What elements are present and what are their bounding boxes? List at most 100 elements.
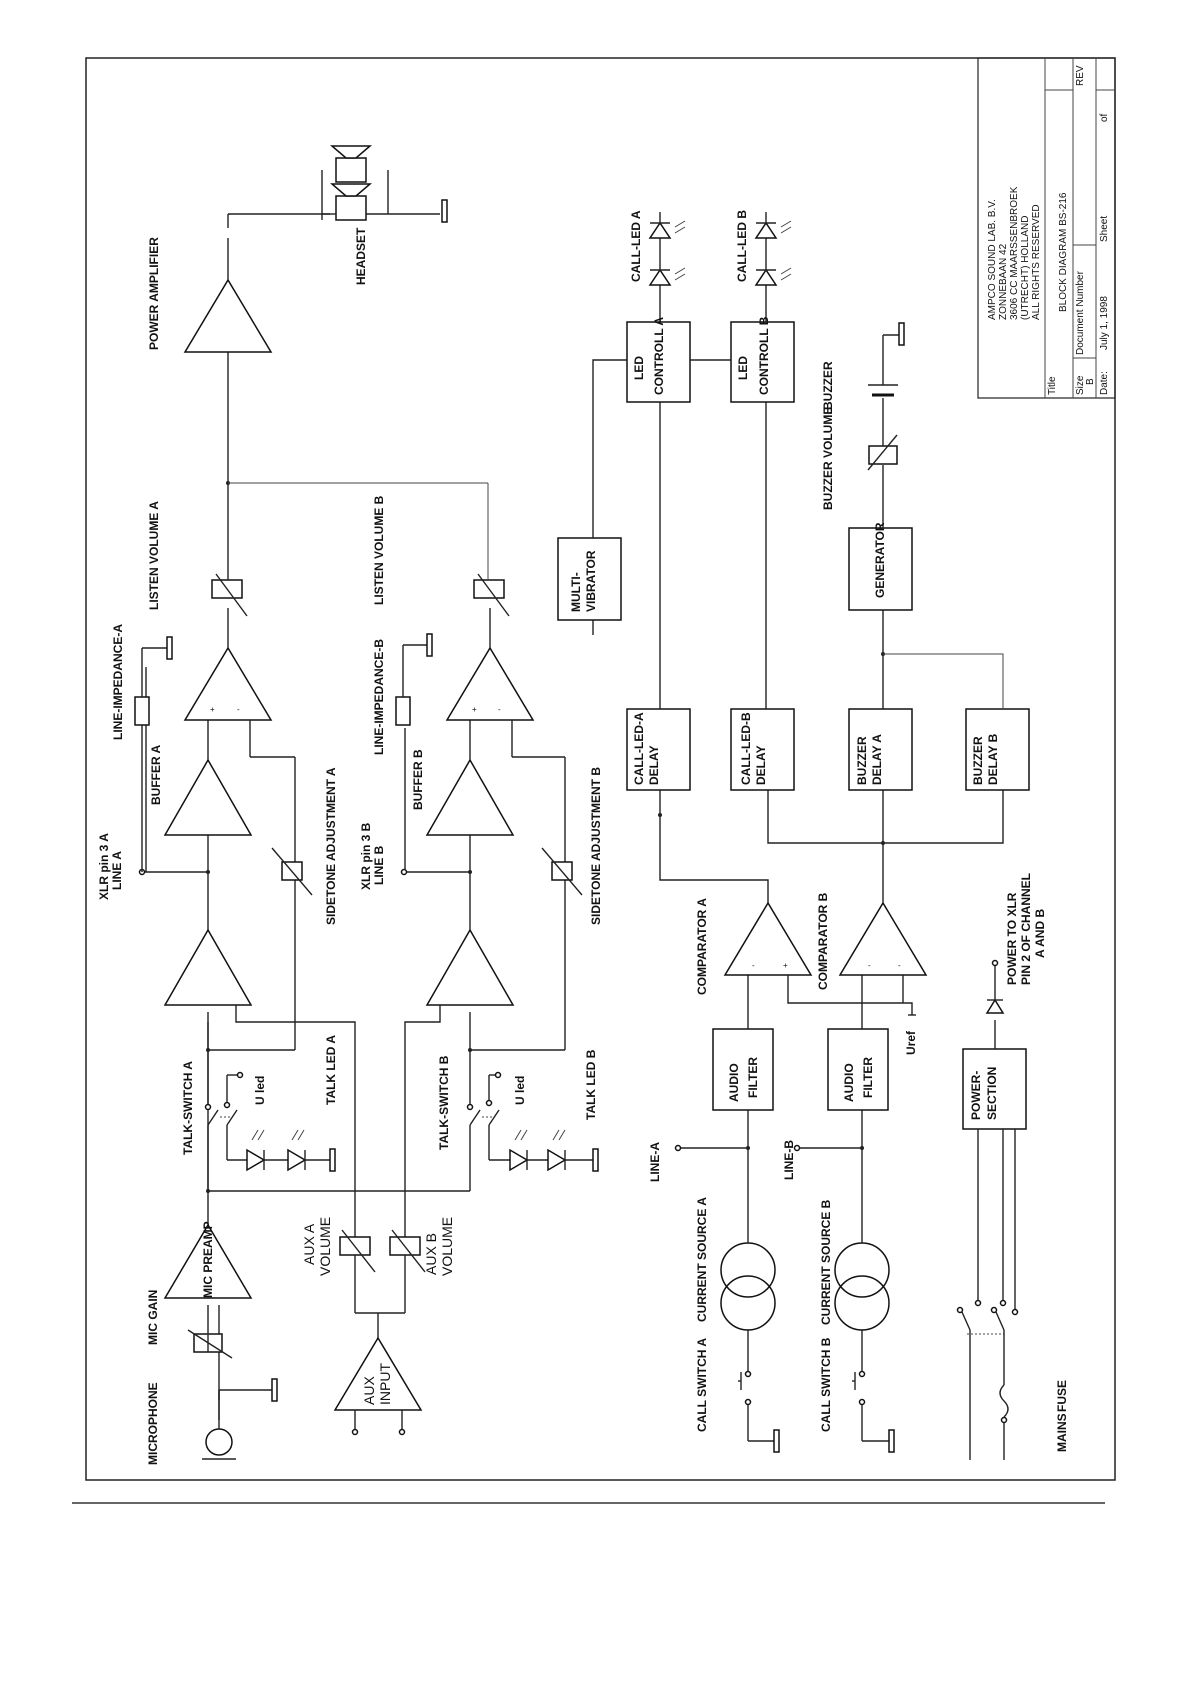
label-call-led-a: CALL-LED A bbox=[629, 210, 643, 282]
label-line-b: LINE-B bbox=[782, 1140, 796, 1180]
aux-section bbox=[333, 1229, 426, 1436]
fuse-symbol bbox=[999, 1384, 1009, 1418]
company-line-5: ALL RIGHTS RESERVED bbox=[1031, 204, 1042, 320]
multivibrator-block bbox=[557, 537, 622, 621]
label-buzzer-delay-b-2: DELAY B bbox=[986, 733, 1000, 785]
sheet-label: Sheet bbox=[1099, 216, 1110, 242]
label-talk-led-b: TALK LED B bbox=[584, 1049, 598, 1120]
led-control-a-block bbox=[626, 321, 691, 403]
input-amp-a-triangle bbox=[163, 928, 253, 1006]
svg-text:-: - bbox=[237, 705, 240, 714]
date-label: Date: bbox=[1099, 371, 1110, 395]
label-power-to-xlr-2: PIN 2 OF CHANNEL bbox=[1019, 873, 1033, 985]
svg-text:-: - bbox=[868, 961, 871, 970]
title-label: Title bbox=[1047, 376, 1058, 395]
of-label: of bbox=[1099, 113, 1110, 122]
label-line-a-top: LINE A bbox=[110, 851, 124, 890]
label-aux-a-volume-2: VOLUME bbox=[317, 1217, 333, 1276]
label-line-impedance-b: LINE-IMPEDANCE-B bbox=[372, 639, 386, 755]
power-diode bbox=[985, 998, 1005, 1014]
svg-text:+: + bbox=[783, 961, 788, 970]
svg-text:+: + bbox=[210, 705, 215, 714]
audio-filter-a-block bbox=[712, 1028, 774, 1111]
label-talk-led-a: TALK LED A bbox=[324, 1035, 338, 1105]
label-multivibrator-1: MULTI- bbox=[569, 572, 583, 612]
svg-text:-: - bbox=[498, 705, 501, 714]
call-led-a-delay-block bbox=[626, 708, 691, 791]
line-impedance-a-resistor bbox=[134, 696, 150, 726]
call-led-a-2 bbox=[648, 221, 672, 239]
label-audio-filter-b-2: FILTER bbox=[861, 1057, 875, 1098]
label-generator: GENERATOR bbox=[873, 522, 887, 598]
label-line-a: LINE-A bbox=[648, 1142, 662, 1182]
microphone-symbol bbox=[205, 1428, 233, 1456]
call-signalling: -+ -- bbox=[557, 212, 1030, 1453]
aux-input-triangle bbox=[333, 1336, 423, 1411]
talk-led-a-2 bbox=[287, 1148, 307, 1172]
company-line-3: 3606 CC MAARSSENBROEK bbox=[1009, 186, 1020, 320]
label-line-b-top: LINE B bbox=[372, 845, 386, 885]
label-sidetone-a: SIDETONE ADJUSTMENT A bbox=[324, 767, 338, 925]
label-aux-b-volume-1: AUX B bbox=[423, 1233, 439, 1275]
label-xlr-a: XLR pin 3 A bbox=[97, 833, 111, 900]
label-call-led-b: CALL-LED B bbox=[735, 210, 749, 282]
drawing-frame bbox=[85, 57, 1116, 1481]
label-aux-b-volume-2: VOLUME bbox=[439, 1217, 455, 1276]
channel-a-audio: +- bbox=[134, 330, 488, 1460]
label-led-control-a-1: LED bbox=[632, 356, 646, 380]
call-led-b-1 bbox=[754, 268, 778, 286]
label-multivibrator-2: VIBRATOR bbox=[584, 550, 598, 612]
label-comparator-a: COMPARATOR A bbox=[695, 898, 709, 995]
label-audio-filter-a-2: FILTER bbox=[746, 1057, 760, 1098]
buzzer-delay-a-block bbox=[848, 708, 913, 791]
listen-amp-a-triangle bbox=[183, 646, 273, 721]
label-uref: Uref bbox=[904, 1030, 918, 1055]
label-buzzer-delay-b-1: BUZZER bbox=[971, 736, 985, 785]
size-label: Size bbox=[1075, 375, 1086, 395]
svg-text:-: - bbox=[898, 961, 901, 970]
label-mains: MAINS bbox=[1055, 1413, 1069, 1452]
label-aux-a-volume-1: AUX A bbox=[301, 1223, 317, 1265]
comparator-a-triangle bbox=[723, 901, 813, 976]
power-section bbox=[956, 959, 1027, 1460]
talk-led-a-1 bbox=[246, 1148, 266, 1172]
label-buzzer-delay-a-2: DELAY A bbox=[870, 734, 884, 785]
label-call-switch-a: CALL SWITCH A bbox=[695, 1338, 709, 1432]
company-line-2: ZONNEBAAN 42 bbox=[998, 243, 1009, 320]
label-call-led-a-delay-1: CALL-LED-A bbox=[632, 712, 646, 785]
buzzer-volume-pot bbox=[868, 445, 898, 465]
labels: MICROPHONE MIC GAIN MIC PREAMP TALK-SWIT… bbox=[97, 210, 1069, 1465]
label-u-led-b: U led bbox=[513, 1076, 527, 1105]
label-power-to-xlr-3: A AND B bbox=[1033, 909, 1047, 958]
line-impedance-b-resistor bbox=[395, 696, 411, 726]
label-aux-input-1: AUX bbox=[361, 1376, 377, 1405]
label-audio-filter-a-1: AUDIO bbox=[727, 1063, 741, 1102]
label-current-source-a: CURRENT SOURCE A bbox=[695, 1197, 709, 1322]
input-amp-b-triangle bbox=[425, 928, 515, 1006]
label-call-led-a-delay-2: DELAY bbox=[647, 745, 661, 785]
buffer-a-triangle bbox=[163, 758, 253, 836]
size-value: B bbox=[1085, 378, 1096, 385]
title-block: AMPCO SOUND LAB. B.V. ZONNEBAAN 42 3606 … bbox=[977, 57, 1116, 399]
talk-led-b-1 bbox=[509, 1148, 529, 1172]
generator-block bbox=[848, 527, 913, 611]
channel-b-audio: +- bbox=[395, 483, 599, 1240]
label-led-control-b-1: LED bbox=[736, 356, 750, 380]
buzzer-delay-b-block bbox=[965, 708, 1030, 791]
power-amplifier-triangle bbox=[183, 278, 273, 353]
label-comparator-b: COMPARATOR B bbox=[816, 892, 830, 990]
call-led-b-2 bbox=[754, 221, 778, 239]
call-led-b-delay-block bbox=[730, 708, 795, 791]
company-line-4: (UTRECHT) HOLLAND bbox=[1020, 216, 1031, 320]
audio-filter-b-block bbox=[827, 1028, 889, 1111]
label-power-to-xlr-1: POWER TO XLR bbox=[1005, 892, 1019, 985]
label-led-control-a-2: CONTROLL A bbox=[652, 317, 666, 395]
led-control-b-block bbox=[730, 321, 795, 403]
comparator-b-triangle bbox=[838, 901, 928, 976]
label-buzzer-delay-a-1: BUZZER bbox=[855, 736, 869, 785]
label-audio-filter-b-1: AUDIO bbox=[842, 1063, 856, 1102]
label-line-impedance-a: LINE-IMPEDANCE-A bbox=[111, 624, 125, 740]
label-buffer-b: BUFFER B bbox=[411, 749, 425, 810]
label-xlr-b: XLR pin 3 B bbox=[359, 822, 373, 890]
